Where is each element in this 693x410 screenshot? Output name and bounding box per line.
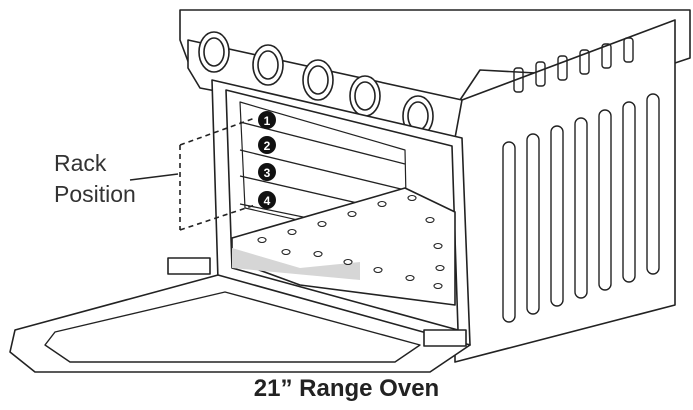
rack-position-label-line2: Position: [54, 181, 136, 207]
rack-badge-3: 3: [258, 163, 276, 181]
door-hinge-left: [167, 257, 211, 275]
rack-badge-4: 4: [258, 191, 276, 209]
rack-number-2: 2: [264, 139, 271, 153]
rack-number-4: 4: [264, 194, 271, 208]
rack-position-bracket: [179, 117, 256, 231]
rack-number-3: 3: [264, 166, 271, 180]
side-panel-ribs: [502, 93, 660, 323]
rack-position-leader: [129, 173, 179, 181]
back-slots: [513, 37, 634, 93]
rack-position-label-line1: Rack: [54, 150, 107, 176]
knob-4: [349, 75, 381, 117]
rack-number-1: 1: [264, 114, 271, 128]
diagram-caption: 21” Range Oven: [253, 375, 440, 402]
knob-1: [198, 31, 230, 73]
rack-shade: [232, 248, 360, 280]
knob-3: [302, 59, 334, 101]
rack-holes: [257, 194, 445, 290]
knob-2: [252, 44, 284, 86]
side-panel: [454, 19, 676, 363]
rack-number-badges: 1 2 3 4: [258, 111, 276, 209]
oven-door-inner: [44, 291, 421, 363]
door-hinge-right: [423, 329, 467, 347]
rack-badge-1: 1: [258, 111, 276, 129]
rack-badge-2: 2: [258, 136, 276, 154]
